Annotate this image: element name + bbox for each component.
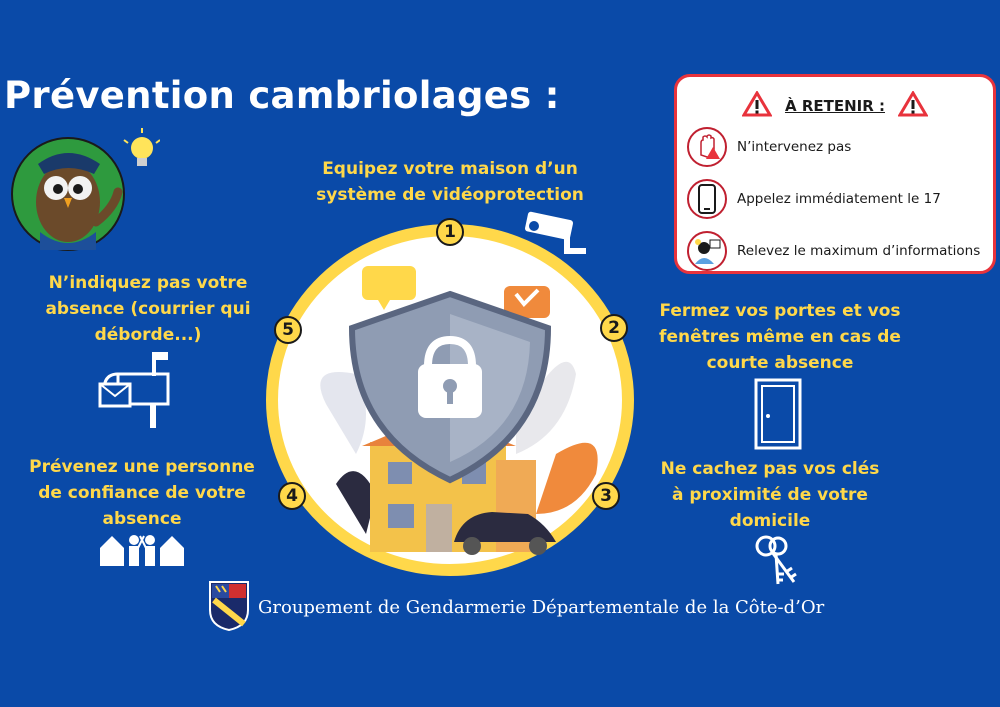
security-camera-icon bbox=[520, 208, 592, 262]
tip-1-text: Equipez votre maison d’un système de vid… bbox=[316, 159, 584, 205]
tip-3-number: 3 bbox=[592, 482, 620, 510]
tip-3-text: Ne cachez pas vos clés à proximité de vo… bbox=[660, 459, 880, 531]
home-security-illustration bbox=[266, 224, 634, 576]
tip-2-number: 2 bbox=[600, 314, 628, 342]
neighbors-icon bbox=[98, 530, 186, 568]
retenir-heading: À RETENIR : bbox=[677, 90, 993, 121]
witness-icon bbox=[687, 231, 727, 271]
gendarmerie-crest-icon bbox=[208, 580, 250, 632]
door-icon bbox=[752, 378, 804, 450]
tip-4-number: 4 bbox=[278, 482, 306, 510]
owl-mascot-icon bbox=[10, 122, 161, 262]
stop-hand-icon bbox=[687, 127, 727, 167]
page-title: Prévention cambriolages : bbox=[4, 74, 560, 117]
tip-2-text: Fermez vos portes et vos fenêtres même e… bbox=[659, 301, 901, 373]
tip-5-number: 5 bbox=[274, 316, 302, 344]
footer-organization: Groupement de Gendarmerie Départementale… bbox=[258, 597, 825, 618]
tip-5-text: N’indiquez pas votre absence (courrier q… bbox=[45, 273, 251, 345]
retenir-item: N’intervenez pas bbox=[687, 125, 851, 169]
phone-icon bbox=[687, 179, 727, 219]
mailbox-icon bbox=[98, 350, 180, 430]
keys-icon bbox=[752, 534, 806, 588]
tip-4-text: Prévenez une personne de confiance de vo… bbox=[29, 457, 255, 529]
retenir-item: Relevez le maximum d’informations bbox=[687, 229, 980, 273]
warning-icon bbox=[897, 90, 929, 121]
tip-1-number: 1 bbox=[436, 218, 464, 246]
warning-icon bbox=[741, 90, 773, 121]
retenir-item: Appelez immédiatement le 17 bbox=[687, 177, 941, 221]
retenir-panel: À RETENIR : N’intervenez pas Appelez imm… bbox=[674, 74, 996, 274]
